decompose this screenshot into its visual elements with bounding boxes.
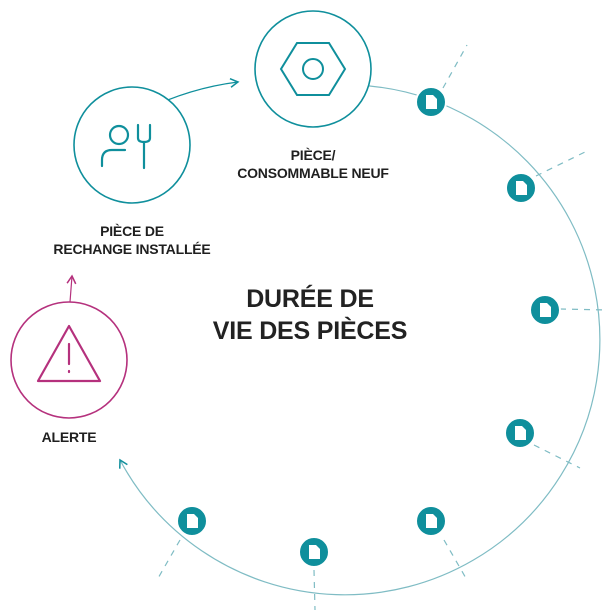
spare-installed-label-line1: PIÈCE DE [100,223,164,239]
document-marker [415,505,447,537]
document-marker [529,294,561,326]
new-part-label: PIÈCE/ CONSOMMABLE NEUF [213,146,413,182]
document-marker [504,417,536,449]
node-alert [10,301,128,419]
document-icon [309,545,320,559]
document-icon [515,426,526,440]
document-marker [415,86,447,118]
hex-nut-icon [279,42,347,96]
document-marker [505,172,537,204]
dashed-spokes [156,44,609,611]
document-marker [298,536,330,568]
warning-triangle-icon [36,324,102,383]
document-icon [187,514,198,528]
document-icon [516,181,527,195]
arrow-to-spare [66,274,77,303]
alert-label: ALERTE [19,428,119,446]
center-title-line1: DURÉE DE [246,285,374,313]
document-markers [176,86,561,568]
technician-wrench-icon [100,123,152,170]
new-part-label-line2: CONSOMMABLE NEUF [237,165,389,181]
center-title-line2: VIE DES PIÈCES [212,317,408,345]
spare-installed-label: PIÈCE DE RECHANGE INSTALLÉE [32,222,232,258]
document-icon [426,514,437,528]
center-title: DURÉE DE VIE DES PIÈCES [190,283,430,347]
node-new-part [254,10,372,128]
lifecycle-ring [119,84,601,596]
document-marker [176,505,208,537]
spare-installed-label-line2: RECHANGE INSTALLÉE [53,241,211,257]
alert-label-line1: ALERTE [41,429,97,445]
document-icon [540,303,551,317]
node-spare-installed [73,86,191,204]
new-part-label-line1: PIÈCE/ [290,147,336,163]
document-icon [426,95,437,109]
